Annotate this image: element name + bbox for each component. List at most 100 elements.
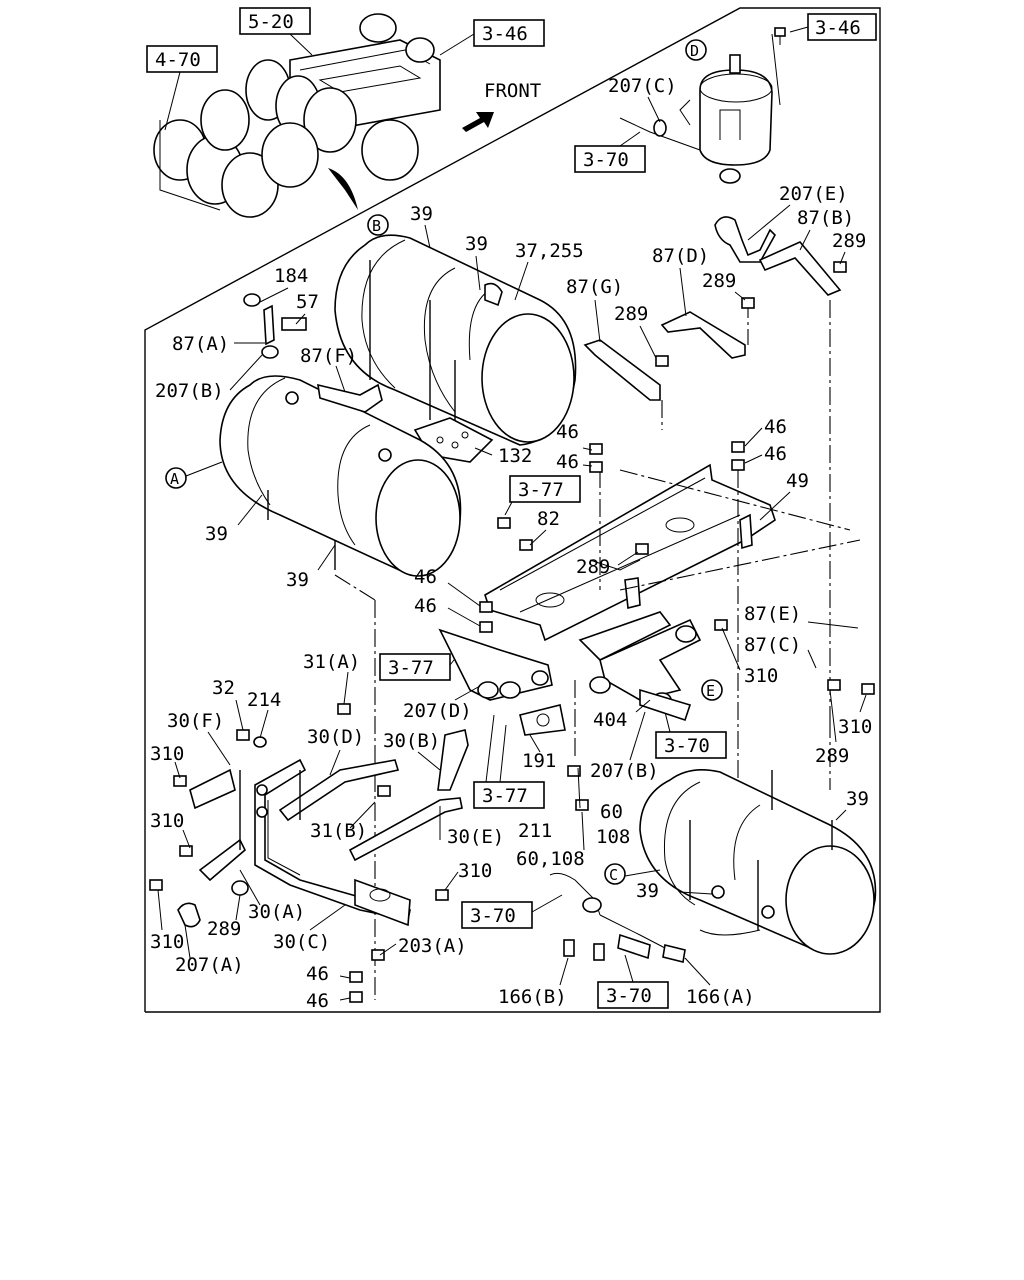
ref-box-3-77-b: 3-77 [379, 639, 471, 681]
part-label: 60 [600, 801, 623, 823]
svg-text:4-70: 4-70 [155, 49, 201, 71]
part-label: 191 [522, 750, 556, 772]
svg-text:3-77: 3-77 [388, 657, 434, 679]
part-label: 46 [764, 416, 787, 438]
part-label: 30(F) [167, 710, 224, 732]
part-label: 30(A) [248, 901, 305, 923]
part-label: 207(E) [779, 183, 848, 205]
part-label: 46 [306, 990, 329, 1012]
part-label: 39 [410, 203, 433, 225]
part-label: 30(D) [307, 726, 364, 748]
part-label: 32 [212, 677, 235, 699]
svg-text:E: E [706, 682, 715, 700]
part-label: 39 [846, 788, 869, 810]
part-label: 87(F) [300, 345, 357, 367]
ref-box-3-70-bottom-left: 3-70 [461, 894, 563, 929]
part-label: 211 [518, 820, 552, 842]
part-label: 184 [274, 265, 308, 287]
valve-cluster-left [438, 628, 566, 736]
ref-box-4-70: 4-70 [146, 45, 218, 131]
part-label: 166(A) [686, 986, 755, 1008]
part-label: 30(B) [383, 730, 440, 752]
bracket-group-left [243, 293, 383, 413]
part-label: 39 [636, 880, 659, 902]
svg-text:3-77: 3-77 [518, 479, 564, 501]
ref-box-3-46-right: 3-46 [789, 13, 877, 41]
part-label: 310 [744, 665, 778, 687]
ref-box-3-70-top: 3-70 [574, 131, 646, 173]
part-label: 166(B) [498, 986, 567, 1008]
part-label: 30(E) [447, 826, 504, 848]
part-label: 31(B) [310, 820, 367, 842]
part-label: 49 [786, 470, 809, 492]
part-label: 404 [593, 709, 627, 731]
part-label: 207(A) [175, 954, 244, 976]
front-indicator: FRONT [462, 80, 541, 132]
part-label: 46 [306, 963, 329, 985]
svg-text:3-77: 3-77 [482, 785, 528, 807]
ref-box-3-70-bottom: 3-70 [597, 954, 669, 1009]
svg-text:3-70: 3-70 [470, 905, 516, 927]
part-label: 46 [764, 443, 787, 465]
part-label: 214 [247, 689, 281, 711]
ref-box-3-70-mid: 3-70 [655, 711, 727, 759]
svg-text:3-70: 3-70 [664, 735, 710, 757]
part-label: 289 [614, 303, 648, 325]
svg-text:D: D [690, 42, 699, 60]
part-label: 39 [205, 523, 228, 545]
part-label: 207(B) [590, 760, 659, 782]
part-label: 87(A) [172, 333, 229, 355]
part-label: 203(A) [398, 935, 467, 957]
part-label: 289 [702, 270, 736, 292]
svg-text:3-70: 3-70 [606, 985, 652, 1007]
fasteners [149, 27, 875, 1003]
part-label: 87(G) [566, 276, 623, 298]
part-label: 57 [296, 291, 319, 313]
part-label: 289 [207, 918, 241, 940]
ref-box-3-77-c: 3-77 [473, 714, 545, 809]
ref-box-3-46-top: 3-46 [439, 19, 545, 56]
frame-border [144, 7, 881, 1013]
part-label: 37,255 [515, 240, 584, 262]
part-label: 207(C) [608, 75, 677, 97]
svg-text:3-46: 3-46 [815, 17, 861, 39]
part-label: 60,108 [516, 848, 585, 870]
part-label: 87(D) [652, 245, 709, 267]
part-label: 39 [286, 569, 309, 591]
svg-text:A: A [170, 470, 179, 488]
svg-text:5-20: 5-20 [248, 11, 294, 33]
ref-box-3-77-a: 3-77 [504, 475, 581, 516]
fuel-valve-assembly: E [578, 611, 723, 722]
part-label: 30(C) [273, 931, 330, 953]
part-label: 207(B) [155, 380, 224, 402]
bracket-group-top-right [583, 216, 842, 720]
part-label: 87(C) [744, 634, 801, 656]
part-label: 46 [556, 421, 579, 443]
part-label: 310 [150, 810, 184, 832]
part-label: 310 [150, 931, 184, 953]
front-label: FRONT [484, 80, 541, 102]
inset-overview [153, 13, 441, 218]
fuel-tank-b: B [334, 214, 577, 463]
fuel-tank-c: C [574, 680, 877, 955]
svg-text:B: B [372, 217, 381, 235]
svg-text:3-70: 3-70 [583, 149, 629, 171]
part-label: 310 [838, 716, 872, 738]
part-label: 310 [150, 743, 184, 765]
part-label: 39 [465, 233, 488, 255]
bracket-cluster-lower-left [177, 729, 469, 928]
part-label: 310 [458, 860, 492, 882]
ref-box-5-20: 5-20 [239, 7, 313, 56]
part-label: 82 [537, 508, 560, 530]
fuel-sender-wiring [549, 872, 761, 963]
part-label: 132 [498, 445, 532, 467]
crossmember-assembly [484, 463, 861, 840]
part-label: 46 [414, 595, 437, 617]
svg-text:3-46: 3-46 [482, 23, 528, 45]
fuel-filter-d: D [619, 30, 781, 184]
part-label: 289 [815, 745, 849, 767]
part-label: 87(E) [744, 603, 801, 625]
part-label: 31(A) [303, 651, 360, 673]
part-label: 207(D) [403, 700, 472, 722]
